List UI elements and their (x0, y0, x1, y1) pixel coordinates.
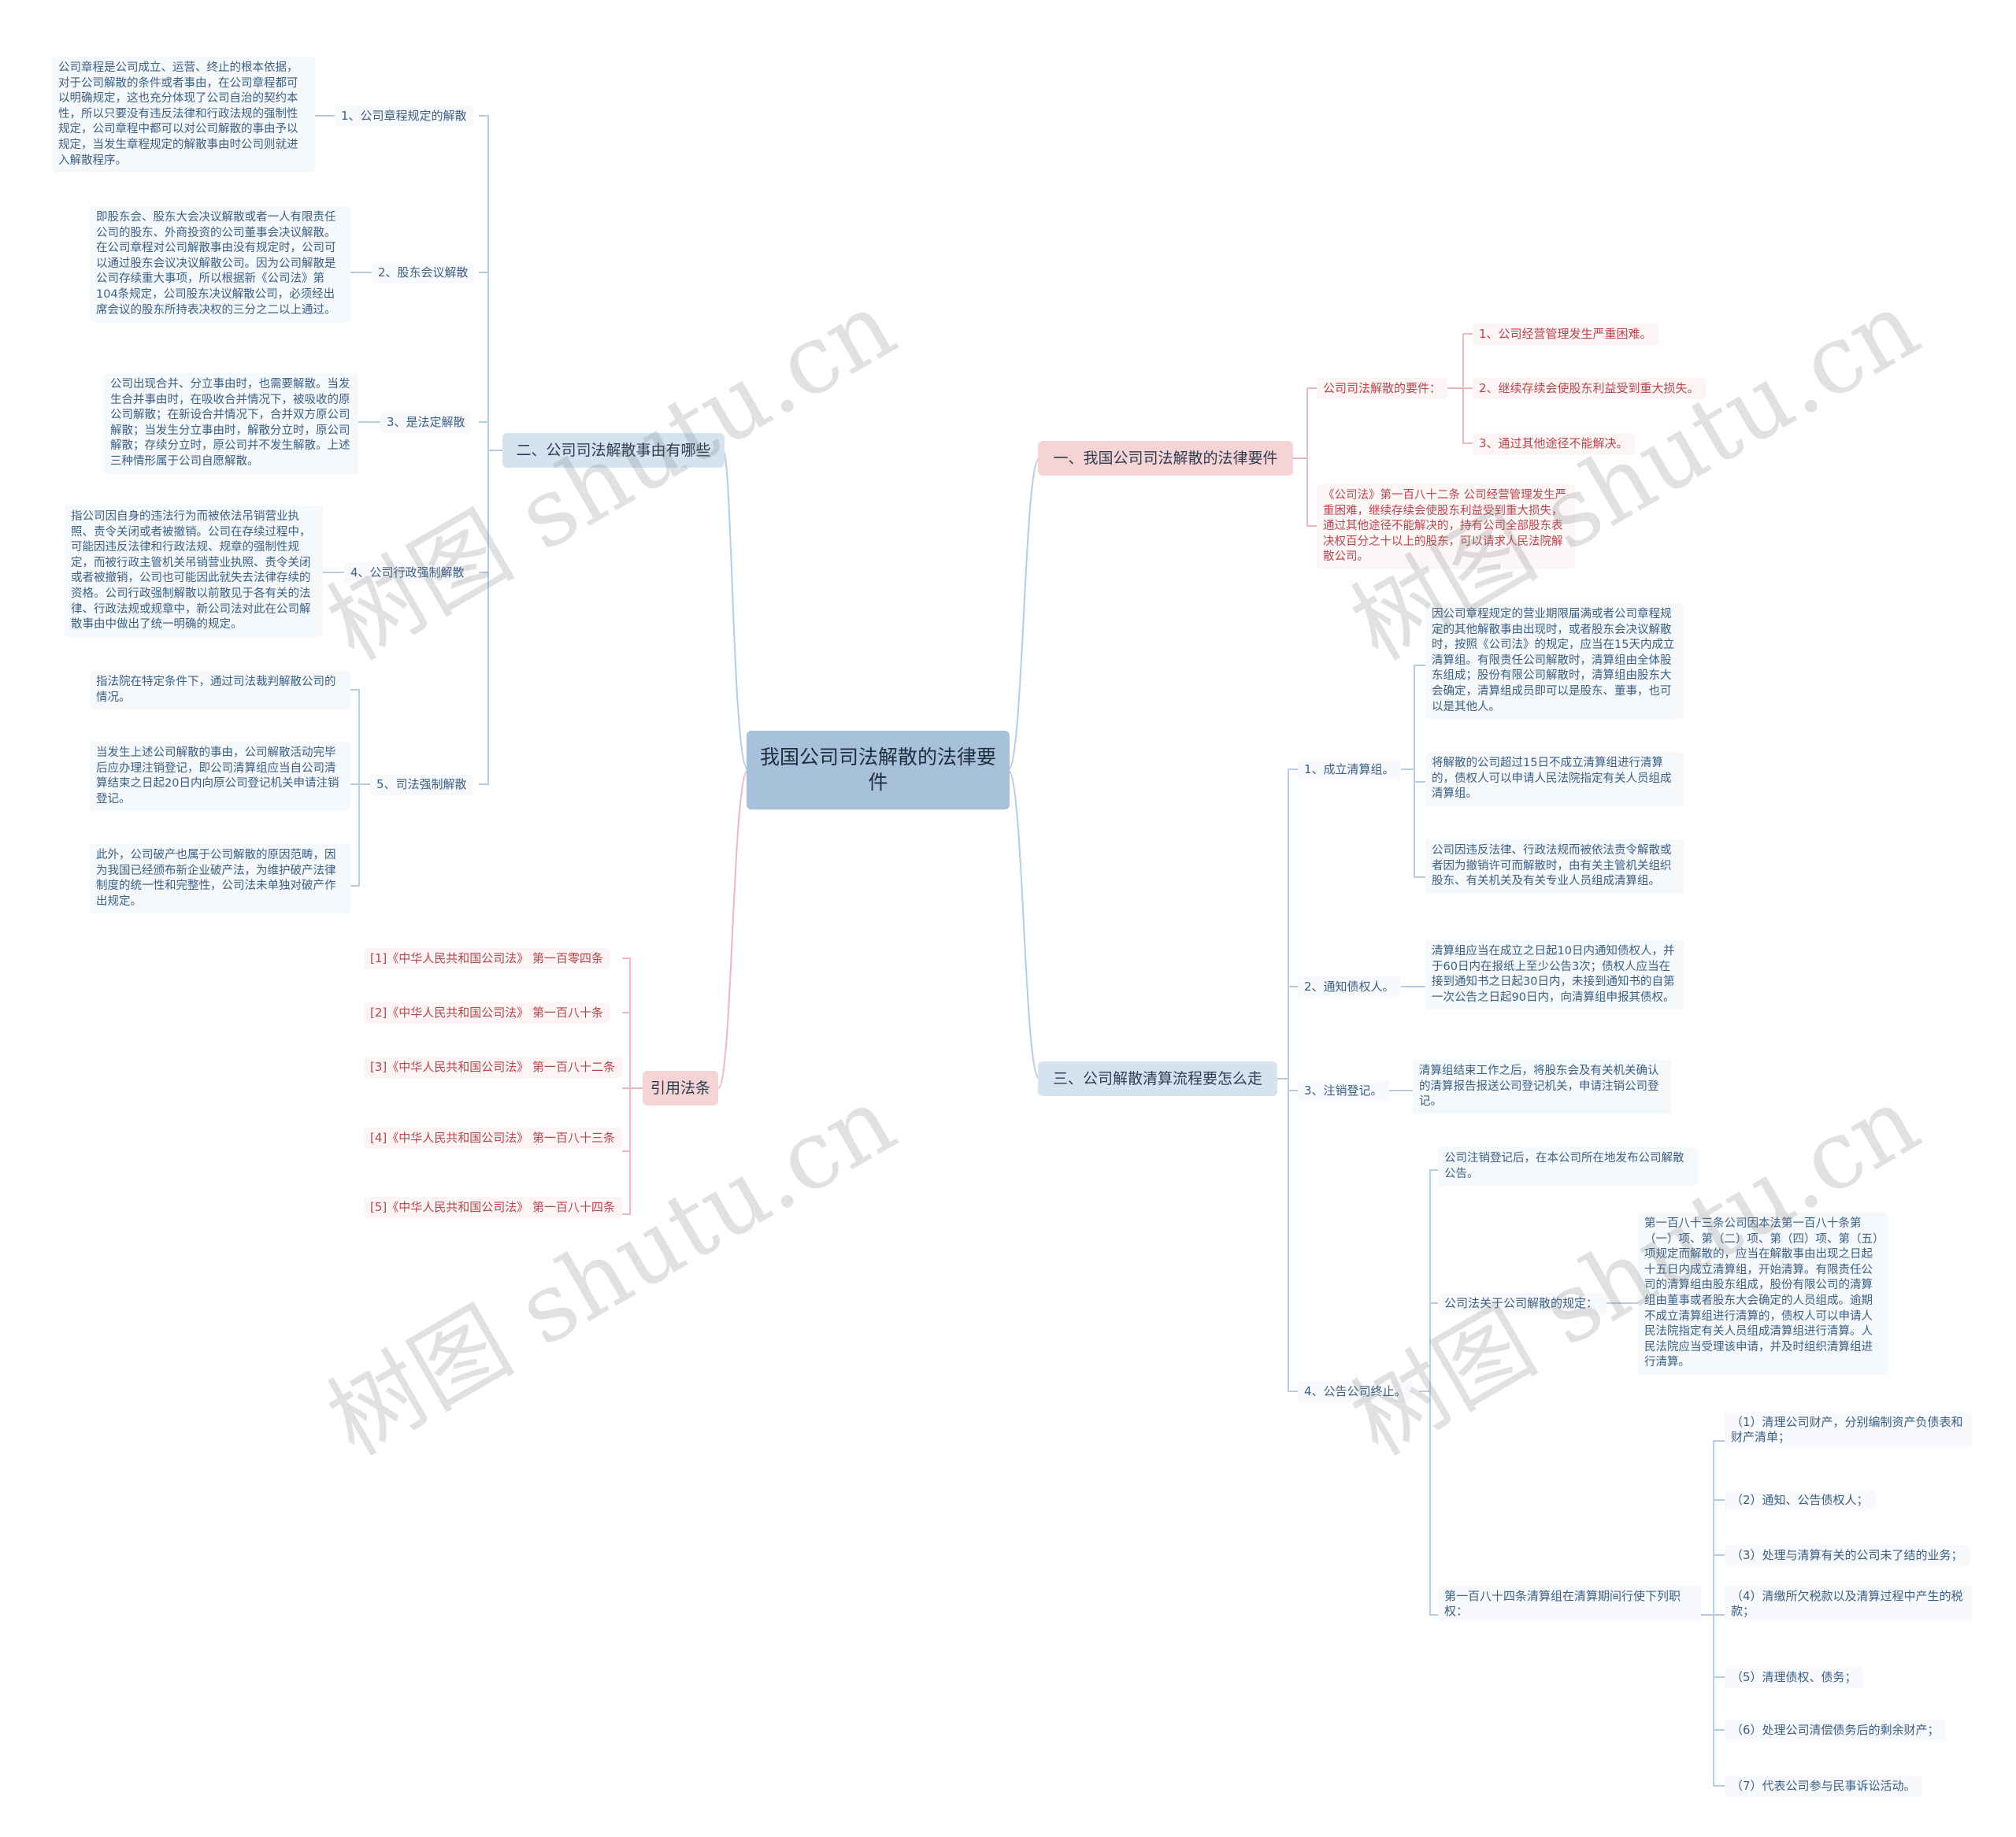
article-184-label[interactable]: 第一百八十四条清算组在清算期间行使下列职权： (1438, 1586, 1701, 1622)
company-law-article-182[interactable]: 《公司法》第一百八十二条 公司经营管理发生严重困难，继续存续会使股东利益受到重大… (1317, 484, 1575, 569)
duty-item-3[interactable]: （3）处理与清算有关的公司未了结的业务； (1725, 1545, 1970, 1566)
cause-5-detail-3[interactable]: 此外，公司破产也属于公司解散的原因范畴，因为我国已经颁布新企业破产法，为维护破产… (90, 844, 350, 914)
cause-shareholder-meeting[interactable]: 2、股东会议解散 (372, 262, 475, 283)
step-2-detail[interactable]: 清算组应当在成立之日起10日内通知债权人，并于60日内在报纸上至少公告3次；债权… (1425, 940, 1684, 1010)
cause-3-detail[interactable]: 公司出现合并、分立事由时，也需要解散。当发生合并事由时，在吸收合并情况下，被吸收… (104, 373, 358, 474)
duty-item-7[interactable]: （7）代表公司参与民事诉讼活动。 (1725, 1776, 1922, 1797)
branch-cited-articles[interactable]: 引用法条 (643, 1071, 718, 1106)
reference-5[interactable]: [5]《中华人民共和国公司法》 第一百八十四条 (364, 1197, 622, 1218)
cause-statutory[interactable]: 3、是法定解散 (380, 412, 472, 433)
cause-4-detail[interactable]: 指公司因自身的违法行为而被依法吊销营业执照、责令关闭或者被撤销。公司在存续过程中… (65, 506, 323, 637)
branch-legal-requirements[interactable]: 一、我国公司司法解散的法律要件 (1038, 441, 1293, 476)
branch-dissolution-causes[interactable]: 二、公司司法解散事由有哪些 (502, 433, 724, 468)
duty-item-2[interactable]: （2）通知、公告债权人； (1725, 1490, 1875, 1511)
cause-articles-of-association[interactable]: 1、公司章程规定的解散 (335, 106, 473, 127)
step-3-detail[interactable]: 清算组结束工作之后，将股东会及有关机关确认的清算报告报送公司登记机关，申请注销公… (1413, 1060, 1671, 1114)
step-1-detail-2[interactable]: 将解散的公司超过15日不成立清算组进行清算的，债权人可以申请人民法院指定有关人员… (1425, 752, 1684, 806)
requirement-item-2[interactable]: 2、继续存续会使股东利益受到重大损失。 (1473, 378, 1706, 399)
step-4-notice[interactable]: 公司注销登记后，在本公司所在地发布公司解散公告。 (1438, 1147, 1698, 1187)
dissolution-rule-label[interactable]: 公司法关于公司解散的规定： (1438, 1293, 1606, 1314)
cause-1-detail[interactable]: 公司章程是公司成立、运营、终止的根本依据，对于公司解散的条件或者事由，在公司章程… (52, 57, 315, 173)
reference-1[interactable]: [1]《中华人民共和国公司法》 第一百零四条 (364, 948, 610, 969)
root-topic[interactable]: 我国公司司法解散的法律要件 (747, 731, 1010, 809)
cause-5-detail-1[interactable]: 指法院在特定条件下，通过司法裁判解散公司的情况。 (90, 671, 350, 710)
requirements-label[interactable]: 公司司法解散的要件： (1317, 378, 1447, 399)
reference-2[interactable]: [2]《中华人民共和国公司法》 第一百八十条 (364, 1002, 610, 1024)
step-announce-termination[interactable]: 4、公告公司终止。 (1298, 1381, 1413, 1402)
branch-liquidation-process[interactable]: 三、公司解散清算流程要怎么走 (1038, 1061, 1277, 1096)
step-notify-creditors[interactable]: 2、通知债权人。 (1298, 976, 1401, 998)
reference-3[interactable]: [3]《中华人民共和国公司法》 第一百八十二条 (364, 1057, 622, 1078)
step-1-detail-1[interactable]: 因公司章程规定的营业期限届满或者公司章程规定的其他解散事由出现时，或者股东会决议… (1425, 603, 1684, 720)
reference-4[interactable]: [4]《中华人民共和国公司法》 第一百八十三条 (364, 1128, 622, 1149)
duty-item-1[interactable]: （1）清理公司财产，分别编制资产负债表和财产清单； (1725, 1412, 1972, 1448)
step-form-liquidation-group[interactable]: 1、成立清算组。 (1298, 759, 1401, 780)
duty-item-6[interactable]: （6）处理公司清偿债务后的剩余财产； (1725, 1720, 1946, 1741)
requirement-item-1[interactable]: 1、公司经营管理发生严重困难。 (1473, 324, 1658, 345)
requirement-item-3[interactable]: 3、通过其他途径不能解决。 (1473, 433, 1635, 454)
step-deregistration[interactable]: 3、注销登记。 (1298, 1080, 1389, 1102)
cause-2-detail[interactable]: 即股东会、股东大会决议解散或者一人有限责任公司的股东、外商投资的公司董事会决议解… (90, 206, 350, 323)
cause-administrative[interactable]: 4、公司行政强制解散 (344, 562, 471, 583)
duty-item-4[interactable]: （4）清缴所欠税款以及清算过程中产生的税款； (1725, 1586, 1972, 1622)
cause-5-detail-2[interactable]: 当发生上述公司解散的事由，公司解散活动完毕后应办理注销登记，即公司清算组应当自公… (90, 742, 350, 812)
step-1-detail-3[interactable]: 公司因违反法律、行政法规而被依法责令解散或者因为撤销许可而解散时，由有关主管机关… (1425, 839, 1684, 894)
cause-judicial[interactable]: 5、司法强制解散 (370, 774, 473, 795)
duty-item-5[interactable]: （5）清理债权、债务； (1725, 1667, 1863, 1688)
article-183-text[interactable]: 第一百八十三条公司因本法第一百八十条第（一）项、第（二）项、第（四）项、第（五）… (1638, 1213, 1888, 1375)
